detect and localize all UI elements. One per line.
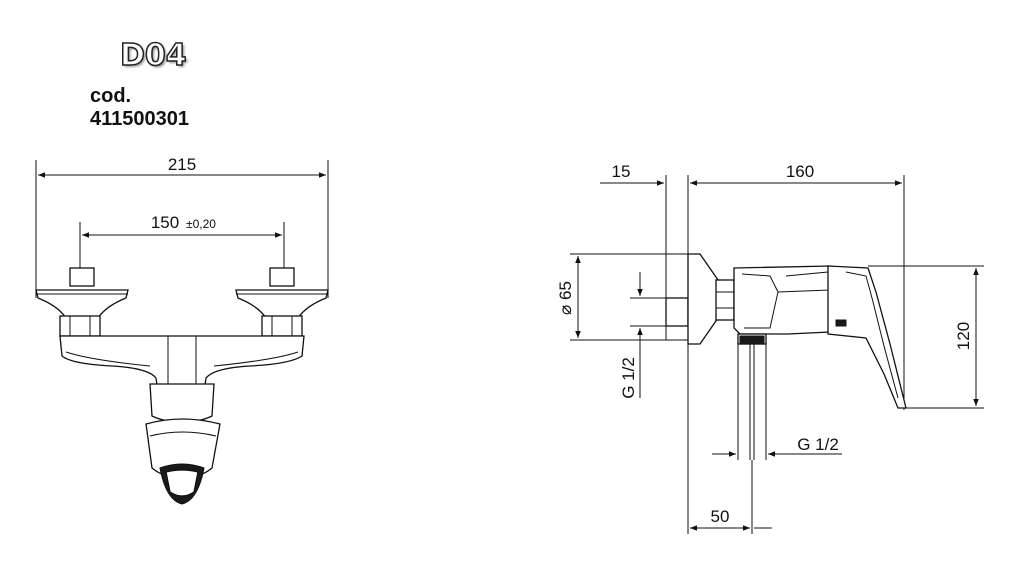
left-inlet-pipe	[69, 267, 95, 287]
side-view: 15 160 ⌀ 65 G 1/2	[556, 162, 984, 534]
side-hex-nut	[715, 279, 735, 321]
wall-pipe	[665, 297, 689, 327]
side-mixer-body	[733, 265, 831, 335]
flange-diameter-label: ⌀ 65	[556, 281, 575, 315]
right-inlet-pipe	[269, 267, 295, 287]
centers-tolerance-label: ±0,20	[186, 217, 216, 231]
right-hex-nut	[261, 315, 303, 337]
side-flange	[687, 253, 719, 345]
outlet-neck	[149, 383, 215, 423]
front-view: 215 150 ±0,20	[35, 155, 329, 505]
centers-distance-label: 150	[151, 213, 179, 232]
height-label: 120	[954, 322, 973, 350]
overall-width-label: 215	[168, 155, 196, 174]
article-code: cod. 411500301	[90, 85, 190, 130]
model-code: D04	[119, 37, 187, 74]
inlet-thread-label: G 1/2	[619, 357, 638, 399]
depth-label: 160	[786, 162, 814, 181]
left-hex-nut	[59, 315, 101, 337]
outlet-projection-label: 50	[711, 507, 730, 526]
wall-offset-label: 15	[612, 162, 631, 181]
lever-handle	[827, 265, 907, 409]
outlet-thread-label: G 1/2	[797, 435, 839, 454]
